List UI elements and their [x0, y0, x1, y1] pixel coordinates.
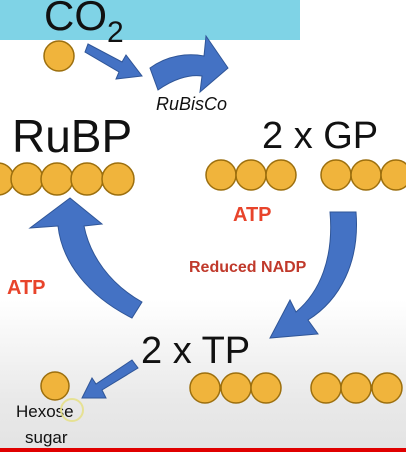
reduced-nadp-label: Reduced NADP [189, 259, 307, 276]
tp-label: 2 x TP [141, 330, 250, 372]
rubisco-label: RuBisCo [156, 94, 227, 114]
atp-label-right: ATP [233, 204, 272, 226]
gp-molecules-1 [205, 159, 297, 191]
tp-molecules-2 [310, 372, 403, 404]
atp-label-left: ATP [7, 277, 46, 299]
header-band [0, 0, 300, 40]
video-progress-bar[interactable] [0, 448, 406, 452]
gp-molecule [380, 159, 406, 191]
tp-molecule [220, 372, 252, 404]
tp-molecule [371, 372, 403, 404]
rubp-molecule [10, 162, 44, 196]
tp-molecule [340, 372, 372, 404]
gp-molecule [235, 159, 267, 191]
gp-molecule [320, 159, 352, 191]
gp-molecule [205, 159, 237, 191]
gp-molecules-2 [320, 159, 406, 191]
reduction-arrow [269, 211, 358, 339]
sugar-label: sugar [25, 428, 68, 447]
co2-label: CO2 [44, 0, 124, 49]
hexose-molecule [40, 371, 70, 401]
tp-molecule [189, 372, 221, 404]
co2-arrow [84, 43, 143, 80]
tp-molecule [250, 372, 282, 404]
rubp-molecules [0, 162, 135, 196]
tp-molecules-1 [189, 372, 282, 404]
co2-molecule [43, 40, 75, 72]
cursor-highlight [60, 398, 84, 422]
rubp-molecule [40, 162, 74, 196]
rubp-label: RuBP [12, 110, 132, 162]
regeneration-arrow [28, 197, 143, 319]
rubp-molecule [70, 162, 104, 196]
rubisco-arrow [149, 34, 229, 94]
tp-molecule [310, 372, 342, 404]
hexose-arrow [81, 359, 139, 399]
hexose-label: Hexose [16, 402, 74, 421]
gp-molecule [265, 159, 297, 191]
gp-molecule [350, 159, 382, 191]
rubp-molecule [101, 162, 135, 196]
gp-label: 2 x GP [262, 115, 378, 157]
